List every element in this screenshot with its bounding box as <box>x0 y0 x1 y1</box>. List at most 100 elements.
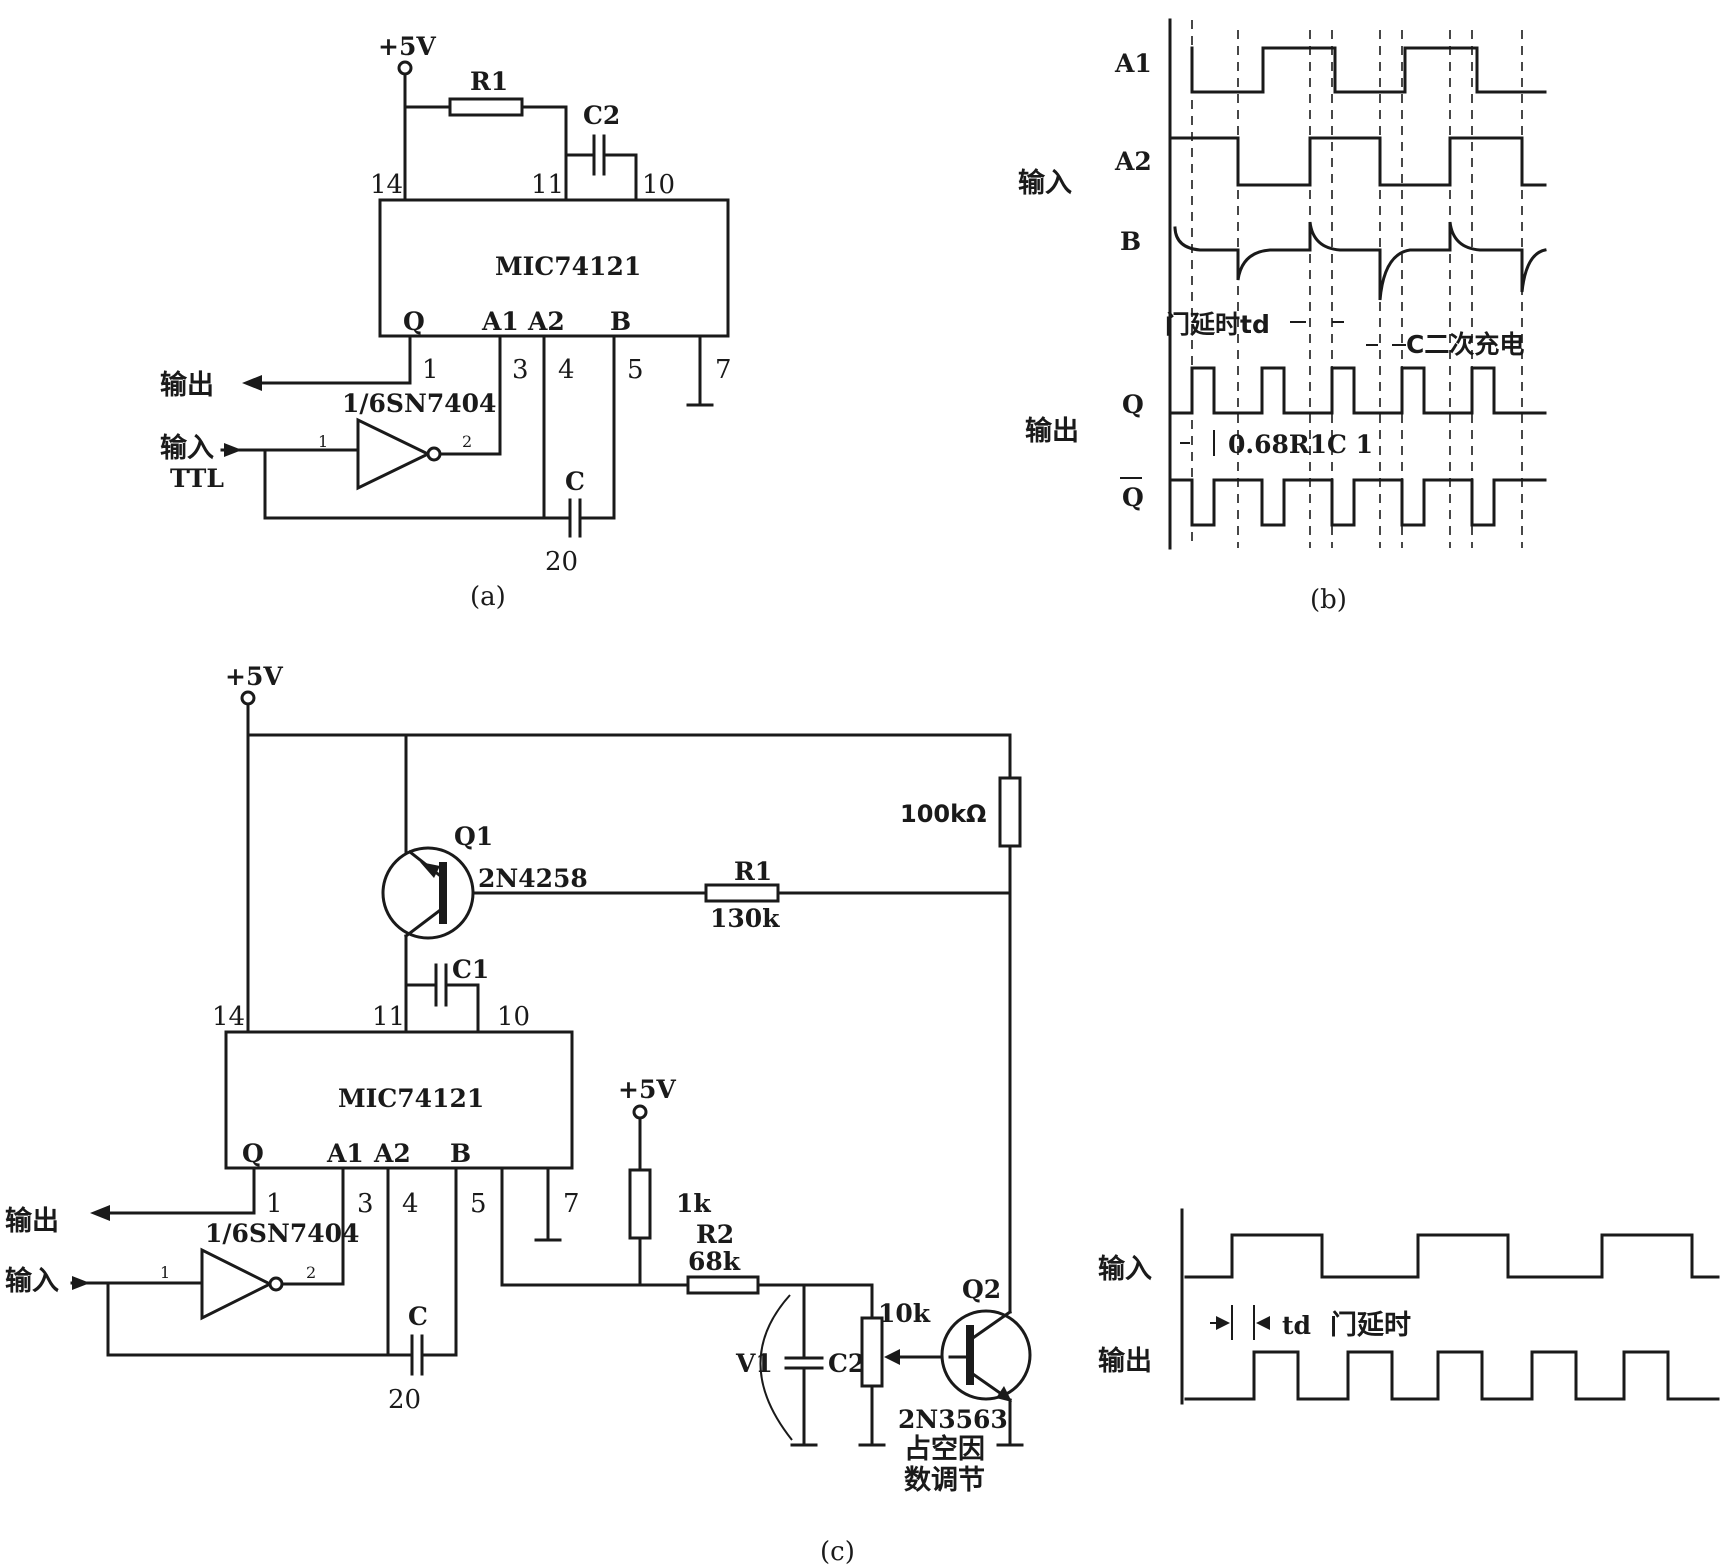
a-pin-a2-label: A2 <box>527 307 565 336</box>
b-wave-qbar <box>1168 478 1547 527</box>
b-label-q: Q <box>1122 390 1144 419</box>
b-recharge-label: C二次充电 <box>1406 330 1524 359</box>
a-c2-label: C2 <box>583 101 620 130</box>
c-wave-td-label: td <box>1282 1311 1311 1340</box>
a-c-label: C <box>565 467 585 496</box>
a-pin10: 10 <box>642 170 675 200</box>
a-output-label: 输出 <box>160 369 214 401</box>
b-label-qbar: Q <box>1122 483 1144 512</box>
c-pin-a2-label: A2 <box>373 1139 411 1168</box>
c-v1-label: V1 <box>735 1349 773 1378</box>
c-potentiometer-10k <box>860 1316 884 1388</box>
a-pin4: 4 <box>558 355 575 385</box>
b-gate-delay-label: 门延时td <box>1165 310 1270 339</box>
a-output-arrow <box>242 375 262 391</box>
c-supply-terminal-mid <box>632 1104 648 1120</box>
c-pin-b-label: B <box>450 1139 471 1168</box>
a-caption: (a) <box>470 582 506 612</box>
c-supply-terminal <box>240 690 256 706</box>
a-chip-label: MIC74121 <box>495 252 641 281</box>
a-inv-out-pin: 2 <box>462 432 472 451</box>
c-pin10: 10 <box>497 1002 530 1032</box>
c-duty-note-2: 数调节 <box>904 1465 985 1496</box>
c-resistor-r2 <box>686 1275 760 1295</box>
b-label-a2: A2 <box>1114 147 1152 176</box>
c-wave-gate-label: 门延时 <box>1330 1310 1411 1341</box>
a-pin-a1-label: A1 <box>481 307 519 336</box>
diagram-a: +5V R1 C2 14 11 10 MIC74121 Q A1 A2 B 1 … <box>160 32 732 612</box>
a-pin-q-label: Q <box>403 307 425 336</box>
c-pin7: 7 <box>563 1189 580 1219</box>
c-c-label: C <box>408 1302 428 1331</box>
c-r1-label: R1 <box>734 857 772 886</box>
diagram-c: +5V 100kΩ Q1 2N4258 R1 130k C1 14 11 10 <box>5 662 1720 1566</box>
c-inv-in-pin: 1 <box>160 1263 170 1282</box>
b-label-b: B <box>1120 227 1141 256</box>
a-pin3: 3 <box>512 355 529 385</box>
a-input-label: 输入 <box>160 432 214 464</box>
c-r2-label: R2 <box>696 1220 734 1249</box>
c-duty-note-1: 占空因 <box>904 1433 985 1465</box>
c-pin4: 4 <box>402 1189 419 1219</box>
c-supply-label: +5V <box>225 662 283 691</box>
c-caption: (c) <box>820 1537 855 1566</box>
c-inverter <box>200 1247 274 1321</box>
c-transistor-q2 <box>940 1309 1032 1401</box>
c-inv-out-pin: 2 <box>306 1263 316 1282</box>
c-chip-label: MIC74121 <box>338 1084 484 1113</box>
c-pin1: 1 <box>266 1189 283 1219</box>
c-r1-value: 130k <box>710 904 780 933</box>
c-q2-type: 2N3563 <box>898 1405 1008 1434</box>
c-r100k-label: 100kΩ <box>900 800 986 828</box>
c-wave-input <box>1184 1233 1720 1279</box>
c-wave-output-label: 输出 <box>1098 1345 1152 1377</box>
c-inverter-label: 1/6SN7404 <box>205 1219 359 1248</box>
c-resistor-r1 <box>704 883 780 903</box>
a-pin1: 1 <box>422 355 439 385</box>
c-pot-label: 10k <box>878 1299 931 1328</box>
a-chip-mic74121 <box>378 198 730 338</box>
c-transistor-q1 <box>381 846 475 940</box>
a-pin11: 11 <box>531 170 564 200</box>
c-c1-label: C1 <box>452 955 489 984</box>
c-r1k-label: 1k <box>676 1189 711 1218</box>
a-pin14: 14 <box>370 170 403 200</box>
a-pin-b-label: B <box>610 307 631 336</box>
c-pin11: 11 <box>372 1002 405 1032</box>
b-wave-a1 <box>1190 46 1547 94</box>
a-inv-in-pin: 1 <box>318 432 328 451</box>
c-wave-output <box>1184 1350 1720 1401</box>
c-q1-label: Q1 <box>454 822 493 851</box>
a-pin5: 5 <box>627 355 644 385</box>
c-wave-input-label: 输入 <box>1098 1253 1152 1285</box>
c-pin5: 5 <box>470 1189 487 1219</box>
a-r1-label: R1 <box>470 67 508 96</box>
b-input-label: 输入 <box>1018 167 1072 199</box>
c-c2-label: C2 <box>828 1349 865 1378</box>
c-output-arrow <box>90 1205 110 1221</box>
b-label-a1: A1 <box>1114 49 1152 78</box>
b-caption: (b) <box>1310 585 1347 615</box>
c-output-label: 输出 <box>5 1205 59 1237</box>
c-pin-q-label: Q <box>242 1139 264 1168</box>
c-input-label: 输入 <box>5 1265 59 1297</box>
a-pin7: 7 <box>715 355 732 385</box>
a-inverter <box>356 417 432 491</box>
c-resistor-100k <box>998 776 1022 848</box>
c-v1-arc <box>759 1294 793 1441</box>
c-pin14: 14 <box>212 1002 245 1032</box>
c-pot-wiper <box>884 1349 900 1365</box>
a-c-value: 20 <box>545 547 578 577</box>
b-wave-a2 <box>1168 136 1547 187</box>
c-q1-type: 2N4258 <box>478 864 588 893</box>
c-resistor-1k <box>628 1168 652 1240</box>
a-resistor-r1 <box>448 97 524 117</box>
diagram-b: A1 A2 输入 B Q 输出 Q 门延时td C二次充电 0.68R1C 1 … <box>1018 18 1547 615</box>
a-inverter-label: 1/6SN7404 <box>342 389 496 418</box>
c-r2-value: 68k <box>688 1247 741 1276</box>
c-supply-mid-label: +5V <box>618 1075 676 1104</box>
b-output-label: 输出 <box>1025 415 1079 447</box>
b-wave-b <box>1173 221 1547 301</box>
c-c-value: 20 <box>388 1385 421 1415</box>
